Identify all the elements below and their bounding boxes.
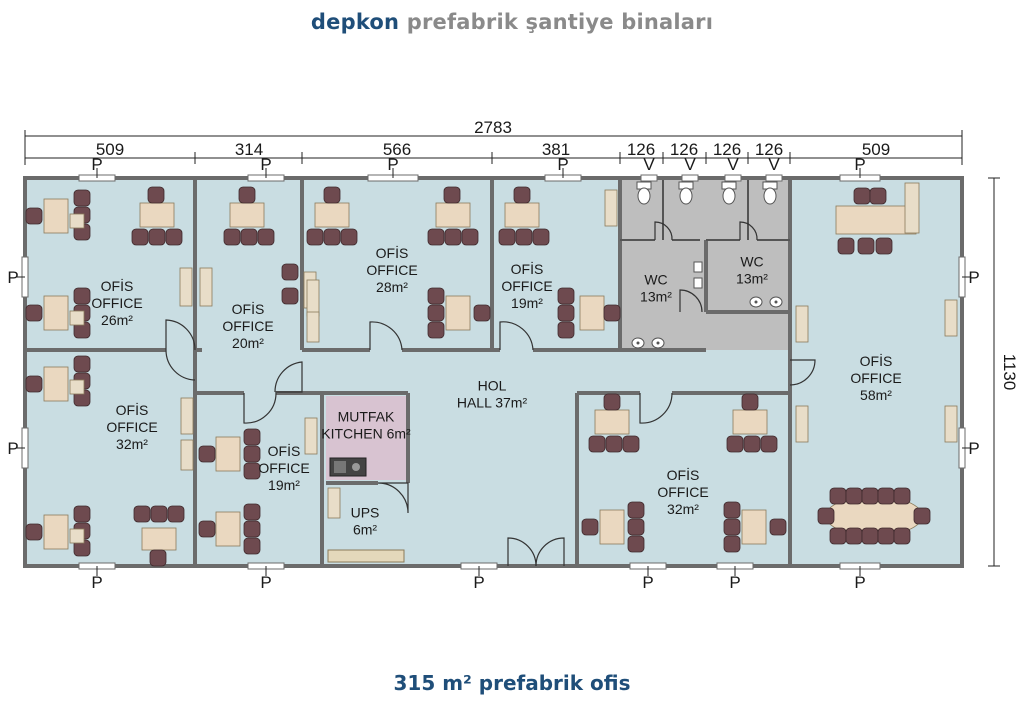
- room-label-kitchen: MUTFAK: [338, 409, 395, 425]
- room-label-kitchen: KITCHEN 6m²: [321, 426, 411, 442]
- room-label-office-19-bottom: 19m²: [268, 477, 300, 493]
- ups-shelf: [327, 549, 405, 563]
- furniture: [25, 182, 958, 567]
- dimension-segment: 126: [755, 140, 783, 159]
- window-marker: P: [729, 573, 740, 592]
- vent-marker: V: [643, 155, 655, 174]
- dimension-segment: 509: [862, 140, 890, 159]
- room-label-hall: HOL: [478, 378, 507, 394]
- windows: P P P P P P P P P P P P P P P V V V V: [7, 155, 979, 592]
- room-label-wc-1: WC: [644, 272, 667, 288]
- room-labels: OFİSOFFICE26m²OFİSOFFICE20m²OFİSOFFICE28…: [91, 244, 901, 538]
- dimension-segment: 126: [713, 140, 741, 159]
- dimension-segment: 314: [235, 140, 263, 159]
- room-label-office-32-left: 32m²: [116, 436, 148, 452]
- room-label-office-32-left: OFFICE: [106, 419, 157, 435]
- window-marker: P: [387, 155, 398, 174]
- door-swings: [165, 221, 816, 567]
- room-label-office-58: OFİS: [860, 352, 893, 369]
- dimension-segment: 381: [542, 140, 570, 159]
- window-marker: P: [854, 573, 865, 592]
- room-label-ups: UPS: [351, 505, 380, 521]
- wc-fixtures: [631, 181, 783, 349]
- vent-marker: V: [768, 155, 780, 174]
- dimension-segment: 126: [627, 140, 655, 159]
- dimension-segment: 126: [670, 140, 698, 159]
- room-label-wc-1: 13m²: [640, 289, 672, 305]
- room-label-office-28: OFİS: [376, 244, 409, 261]
- window-marker: P: [91, 573, 102, 592]
- room-label-office-20: 20m²: [232, 335, 264, 351]
- window-marker: P: [854, 155, 865, 174]
- room-label-office-19-top: OFİS: [511, 260, 544, 277]
- room-label-office-58: 58m²: [860, 387, 892, 403]
- dimension-segment: 566: [383, 140, 411, 159]
- room-label-office-28: OFFICE: [366, 262, 417, 278]
- window-marker: P: [968, 268, 979, 287]
- room-label-office-32-left: OFİS: [116, 401, 149, 418]
- dimension-total: 2783: [474, 118, 512, 137]
- window-marker: P: [7, 439, 18, 458]
- window-marker: P: [260, 573, 271, 592]
- room-label-office-28: 28m²: [376, 279, 408, 295]
- room-label-hall: HALL 37m²: [457, 395, 528, 411]
- room-label-office-20: OFİS: [232, 300, 265, 317]
- room-label-wc-2: 13m²: [736, 271, 768, 287]
- window-marker: P: [91, 155, 102, 174]
- window-marker: P: [557, 155, 568, 174]
- room-label-office-32-right: OFFICE: [657, 484, 708, 500]
- kitchen-counter: [329, 457, 367, 477]
- window-marker: P: [7, 268, 18, 287]
- room-label-office-58: OFFICE: [850, 370, 901, 386]
- room-label-ups: 6m²: [353, 522, 377, 538]
- room-label-office-32-right: OFİS: [667, 466, 700, 483]
- room-label-office-26: OFFICE: [91, 295, 142, 311]
- window-marker: P: [260, 155, 271, 174]
- room-label-office-19-bottom: OFFICE: [258, 460, 309, 476]
- room-label-office-26: OFİS: [101, 277, 134, 294]
- vent-marker: V: [684, 155, 696, 174]
- window-marker: P: [473, 573, 484, 592]
- dimension-lines: [24, 130, 1000, 567]
- brand-tagline: prefabrik şantiye binaları: [399, 10, 714, 34]
- footer-caption: 315 m² prefabrik ofis: [393, 671, 631, 695]
- room-label-office-19-top: 19m²: [511, 295, 543, 311]
- window-marker: P: [968, 439, 979, 458]
- wc-partitions: [620, 180, 790, 241]
- room-label-office-26: 26m²: [101, 312, 133, 328]
- brand-header: depkon prefabrik şantiye binaları: [0, 10, 1024, 34]
- dimension-height: 1130: [1000, 354, 1019, 391]
- window-marker: P: [642, 573, 653, 592]
- room-label-wc-2: WC: [740, 254, 763, 270]
- room-label-office-20: OFFICE: [222, 318, 273, 334]
- room-label-office-32-right: 32m²: [667, 501, 699, 517]
- vent-marker: V: [727, 155, 739, 174]
- room-label-office-19-top: OFFICE: [501, 278, 552, 294]
- room-label-office-19-bottom: OFİS: [268, 442, 301, 459]
- dimension-segment: 509: [96, 140, 124, 159]
- brand-name: depkon: [310, 10, 400, 34]
